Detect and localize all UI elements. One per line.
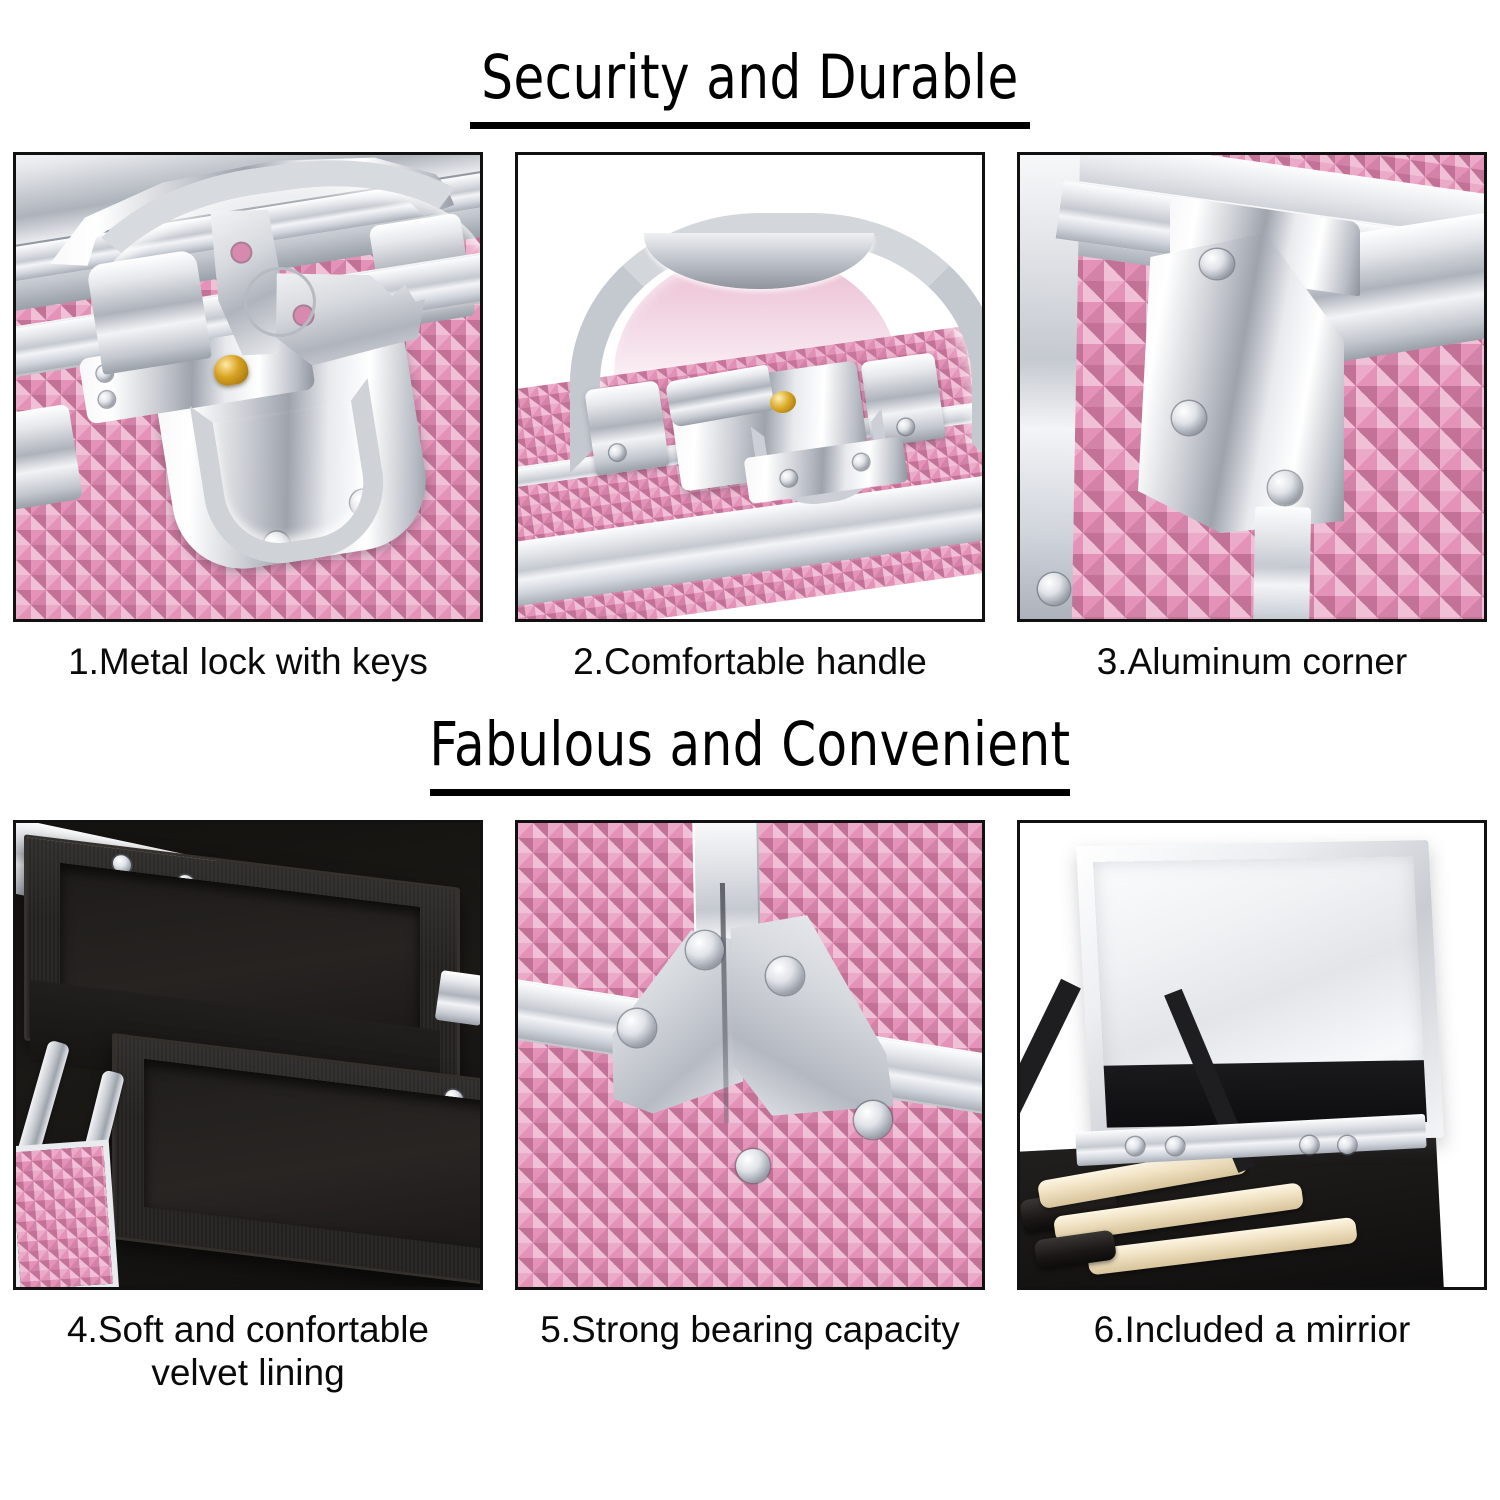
handle-mount-left bbox=[584, 380, 670, 476]
feature-photo-mirror bbox=[1017, 819, 1487, 1290]
feature-cell-mirror: 6.Included a mirrior bbox=[1017, 819, 1487, 1395]
rivet-icon bbox=[1165, 1136, 1185, 1156]
rivet-icon bbox=[1337, 1135, 1357, 1155]
rivet-icon bbox=[1038, 573, 1070, 605]
rivet-icon bbox=[1299, 1135, 1319, 1155]
key-hole bbox=[229, 240, 254, 265]
pink-case-flap bbox=[16, 1139, 120, 1287]
rivet-icon bbox=[618, 1008, 656, 1047]
mirror-glass bbox=[1092, 856, 1428, 1173]
section-title-fabulous: Fabulous and Convenient bbox=[429, 708, 1071, 780]
feature-caption: 5.Strong bearing capacity bbox=[540, 1308, 960, 1350]
pink-diamond-texture bbox=[16, 1145, 113, 1287]
feature-caption: 1.Metal lock with keys bbox=[68, 641, 428, 682]
rivet-icon bbox=[736, 1148, 770, 1183]
rivet-icon bbox=[686, 930, 724, 969]
feature-photo-metal-lock bbox=[13, 152, 483, 622]
section-header-fabulous: Fabulous and Convenient bbox=[0, 684, 1500, 796]
rivet-icon bbox=[852, 452, 871, 472]
feature-row-security: 1.Metal lock with keys bbox=[0, 152, 1500, 684]
mirror-frame bbox=[1076, 839, 1444, 1173]
feature-cell-metal-lock: 1.Metal lock with keys bbox=[13, 152, 483, 684]
feature-caption: 3.Aluminum corner bbox=[1096, 641, 1408, 682]
section-title-underline bbox=[470, 122, 1030, 129]
rivet-icon bbox=[854, 1100, 892, 1139]
rivet-icon bbox=[896, 417, 915, 436]
feature-caption: 4.Soft and confortable velvet lining bbox=[66, 1308, 430, 1394]
feature-cell-velvet-lining: 4.Soft and confortable velvet lining bbox=[13, 819, 483, 1395]
feature-photo-velvet-lining bbox=[13, 819, 483, 1290]
feature-cell-aluminum-corner: 3.Aluminum corner bbox=[1017, 152, 1487, 684]
rivet-icon bbox=[1125, 1136, 1145, 1156]
feature-row-fabulous: 4.Soft and confortable velvet lining 5.S… bbox=[0, 819, 1500, 1395]
section-title-underline bbox=[430, 788, 1070, 796]
rivet-icon bbox=[779, 469, 798, 488]
feature-cell-bearing-capacity: 5.Strong bearing capacity bbox=[515, 819, 985, 1395]
feature-cell-handle: 2.Comfortable handle bbox=[515, 152, 985, 684]
feature-photo-bearing-capacity bbox=[515, 819, 985, 1290]
rivet-icon bbox=[766, 956, 804, 995]
rivet-icon bbox=[97, 390, 117, 409]
metal-tab bbox=[434, 969, 480, 1026]
latch-lever bbox=[86, 249, 212, 375]
section-title-security: Security and Durable bbox=[481, 42, 1019, 113]
rivet-icon bbox=[1268, 471, 1302, 505]
feature-photo-aluminum-corner bbox=[1017, 152, 1487, 622]
rivet-icon bbox=[1172, 401, 1206, 435]
feature-caption: 2.Comfortable handle bbox=[573, 641, 927, 682]
rivet-icon bbox=[1200, 249, 1234, 279]
feature-photo-handle bbox=[515, 152, 985, 622]
feature-caption: 6.Included a mirrior bbox=[1093, 1308, 1411, 1350]
rivet-icon bbox=[608, 443, 627, 462]
section-header-security: Security and Durable bbox=[0, 0, 1500, 129]
corner-leg-rail bbox=[1252, 506, 1312, 619]
